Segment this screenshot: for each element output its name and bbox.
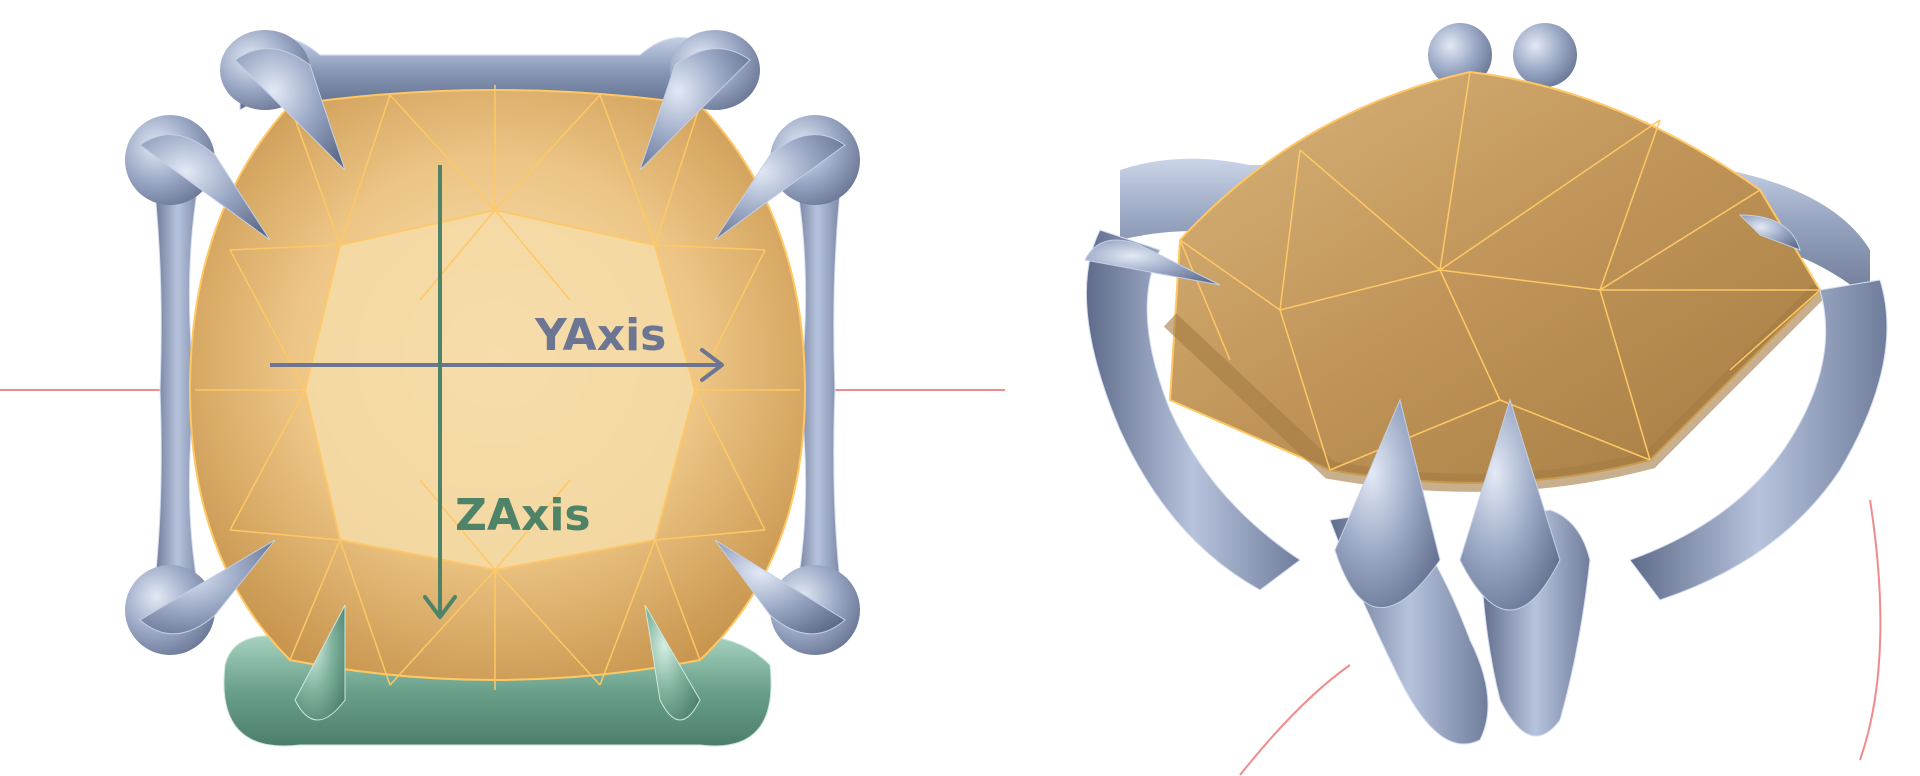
gem-facet-wireframe xyxy=(195,85,800,690)
prong-right-front xyxy=(1738,214,1801,251)
prong-bottom-right-green xyxy=(644,604,701,721)
reference-curve-right xyxy=(1859,499,1882,761)
top-view: YAxis ZAxis xyxy=(125,30,860,747)
arrow-right-icon xyxy=(700,348,724,382)
back-prong-knob-left xyxy=(1428,23,1492,87)
setting-tube-right xyxy=(1629,279,1888,601)
prong-front-right xyxy=(1459,398,1561,611)
setting-tube-left xyxy=(1085,229,1301,591)
reference-curve-left xyxy=(1239,664,1351,776)
prong-top-right xyxy=(639,48,751,171)
prong-top-left xyxy=(234,48,346,171)
prong-left-front xyxy=(1084,239,1221,286)
gem-facet-wireframe-perspective xyxy=(1179,71,1821,471)
prong-mid-right-upper xyxy=(714,134,846,241)
arrow-down-icon xyxy=(423,595,457,619)
prongs-top-view xyxy=(125,30,860,721)
back-prong-knob-right xyxy=(1513,23,1577,87)
prong-bottom-left-green xyxy=(294,604,346,721)
prong-front-left xyxy=(1334,398,1441,608)
prong-mid-left-lower xyxy=(139,539,276,635)
prong-mid-right-lower xyxy=(714,539,846,635)
z-axis-label: ZAxis xyxy=(455,490,591,541)
y-axis-label: YAxis xyxy=(534,310,666,361)
perspective-view xyxy=(1084,23,1888,776)
prong-mid-left-upper xyxy=(139,134,271,241)
